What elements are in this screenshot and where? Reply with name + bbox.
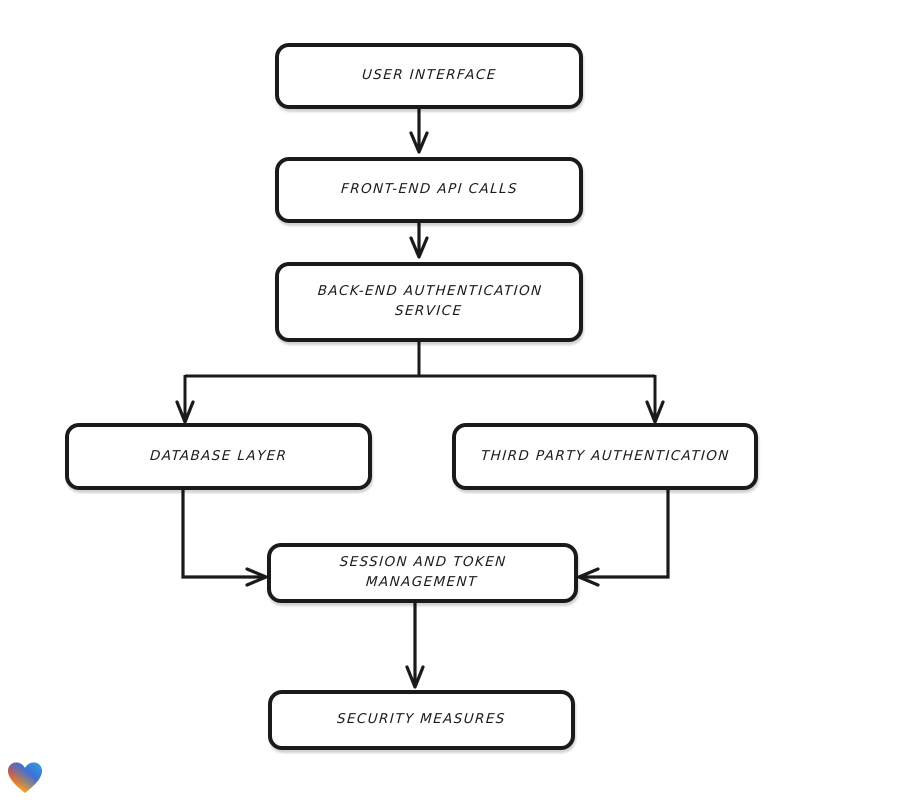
node-user-interface[interactable]: User Interface [275,43,583,109]
heart-icon [8,762,42,793]
node-backend-authentication-service[interactable]: Back-End Authentication Service [275,262,583,342]
node-label-third-party-authentication: Third Party Authentication [480,447,730,464]
node-label-backend-authentication-service: Back-End Authentication Service [316,283,543,319]
edge-backend-to-database [175,375,195,424]
edge-backend-to-third-party [645,375,665,424]
node-label-user-interface: User Interface [361,67,497,84]
edge-third-party-to-session [577,490,670,587]
node-session-and-token-management[interactable]: Session and Token Management [267,543,578,603]
node-label-frontend-api-calls: Front-End API Calls [340,181,519,198]
node-label-session-and-token-management: Session and Token Management [339,554,508,590]
node-frontend-api-calls[interactable]: Front-End API Calls [275,157,583,223]
node-label-database-layer: Database Layer [149,447,288,464]
node-third-party-authentication[interactable]: Third Party Authentication [452,423,758,490]
node-database-layer[interactable]: Database Layer [65,423,372,490]
node-label-security-measures: Security Measures [336,711,507,728]
edge-frontend-to-backend [409,223,429,259]
edge-backend-split-bus [185,342,655,378]
edge-database-to-session [181,490,268,587]
node-security-measures[interactable]: Security Measures [268,690,575,750]
edge-user-interface-to-frontend [409,109,429,154]
edge-session-to-security [405,603,425,689]
